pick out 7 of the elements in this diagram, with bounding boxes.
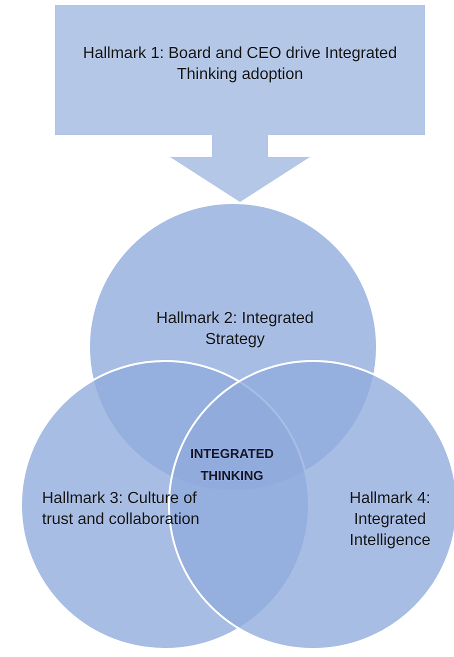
center-label: INTEGRATED THINKING xyxy=(189,445,275,485)
node-label: Hallmark 3: Culture of trust and collaboration xyxy=(42,489,200,530)
node-label: Hallmark 1: Board and CEO drive Integrated Thinking adoption xyxy=(82,44,398,85)
block-arrow xyxy=(170,134,310,202)
node-label: Hallmark 4: Integrated Intelligence xyxy=(348,489,432,551)
node-label: Hallmark 2: Integrated Strategy xyxy=(155,309,315,350)
callout-box xyxy=(55,5,425,135)
